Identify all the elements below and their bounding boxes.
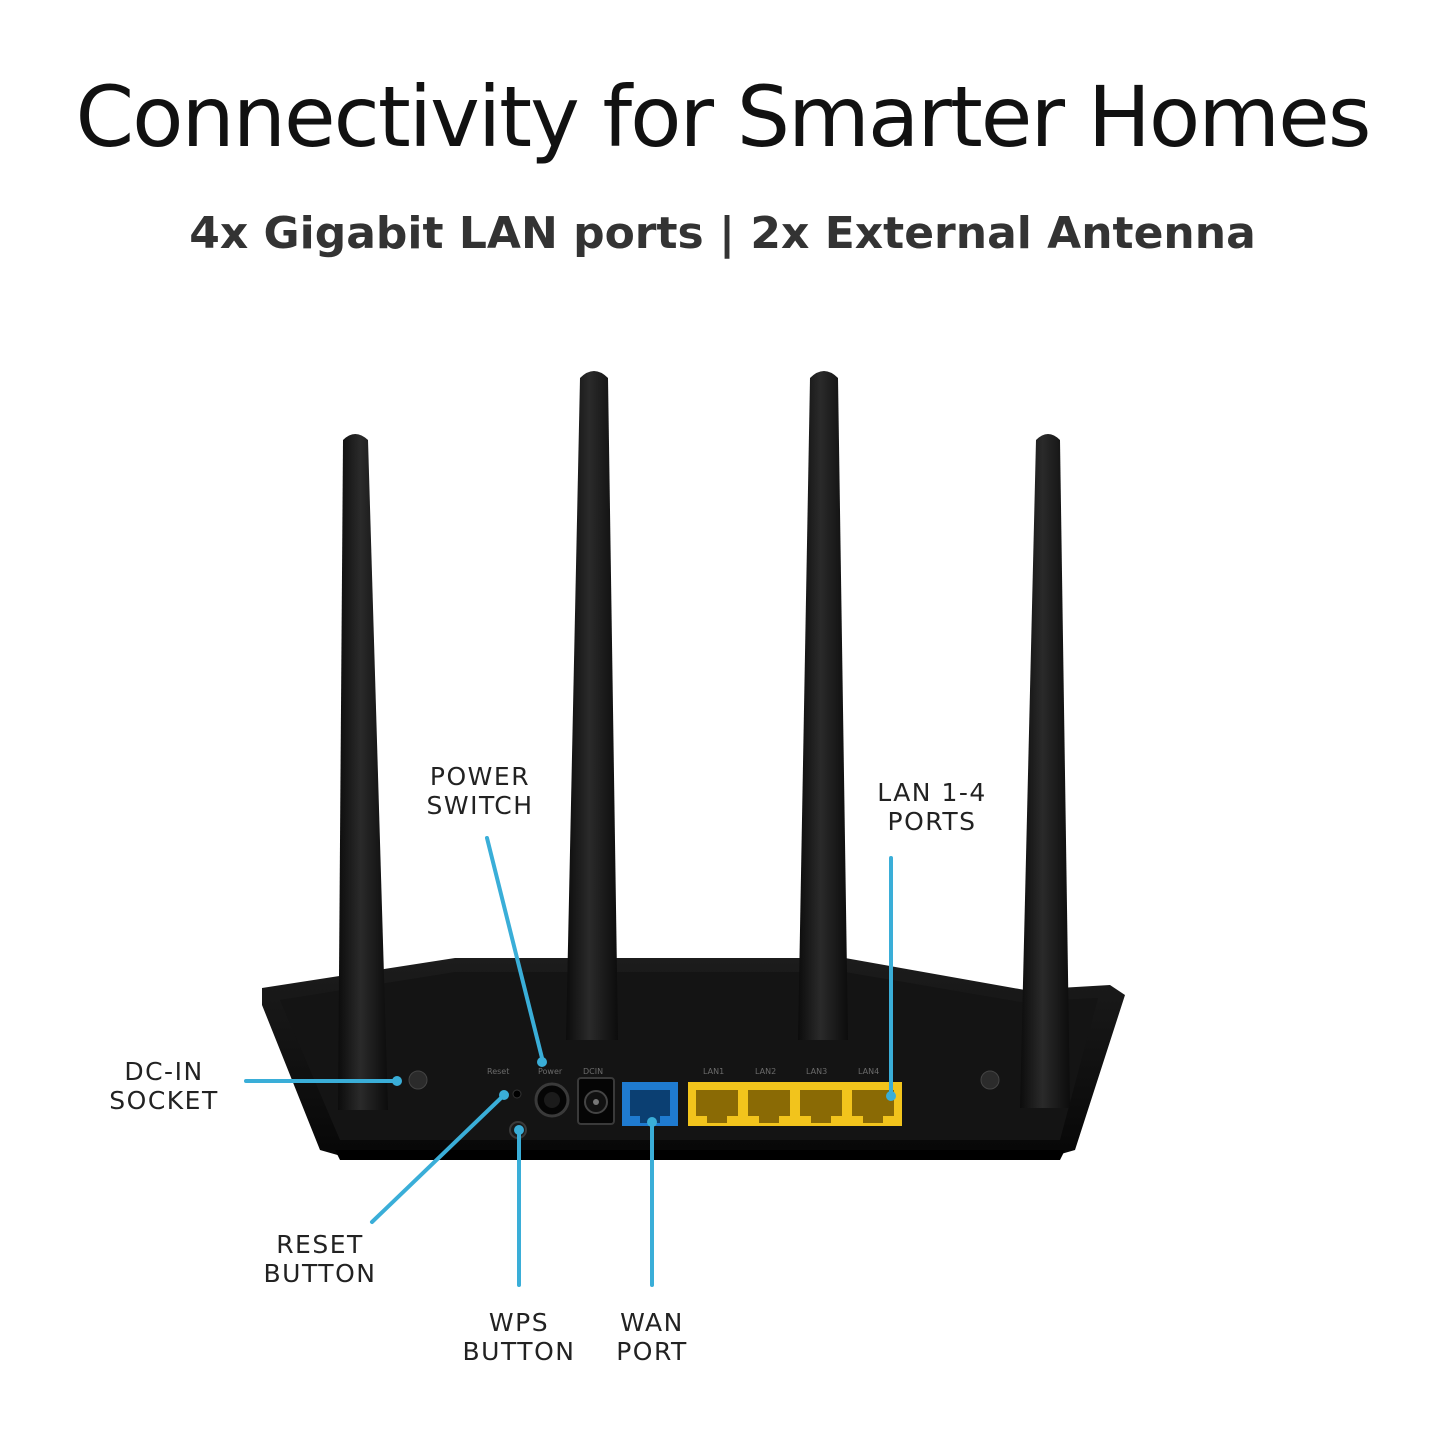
- callout-power-switch-line1: POWER: [429, 762, 531, 791]
- callout-power-switch-line2: SWITCH: [426, 791, 534, 820]
- callout-wps-button-line1: WPS: [488, 1308, 550, 1337]
- callout-dc-in-line1: DC-IN: [124, 1057, 204, 1086]
- callout-wps-button: WPS BUTTON: [452, 1308, 586, 1366]
- callout-reset-button-line1: RESET: [276, 1230, 364, 1259]
- callout-line-reset: [370, 1090, 509, 1224]
- callout-reset-button-line2: BUTTON: [263, 1259, 377, 1288]
- callout-wan-port-line1: WAN: [620, 1308, 684, 1337]
- callout-lan-ports-line2: PORTS: [887, 807, 977, 836]
- antenna-1: [338, 434, 388, 1110]
- callout-lan-ports-line1: LAN 1-4: [877, 778, 987, 807]
- callout-line-wan: [647, 1117, 657, 1287]
- lan-port-2[interactable]: [748, 1090, 790, 1123]
- callout-dc-in-line2: SOCKET: [109, 1086, 219, 1115]
- antenna-4: [1020, 434, 1070, 1108]
- callout-line-wps: [514, 1125, 524, 1287]
- port-label-dcin: DCIN: [583, 1067, 603, 1076]
- screw-right: [980, 1070, 1000, 1090]
- router-body: [262, 958, 1125, 1160]
- callout-line-power-switch: [485, 836, 547, 1067]
- callout-line-lan-ports: [886, 856, 896, 1101]
- antenna-2: [566, 371, 618, 1040]
- callout-wan-port: WAN PORT: [600, 1308, 704, 1366]
- port-label-reset: Reset: [487, 1067, 509, 1076]
- reset-pinhole[interactable]: [512, 1089, 522, 1099]
- subline: 4x Gigabit LAN ports | 2x External Anten…: [189, 208, 1256, 259]
- lan-ports: [688, 1082, 902, 1126]
- callout-reset-button: RESET BUTTON: [252, 1230, 388, 1288]
- port-label-lan1: LAN1: [703, 1067, 724, 1076]
- port-label-lan4: LAN4: [858, 1067, 879, 1076]
- callout-wan-port-line2: PORT: [616, 1337, 688, 1366]
- power-switch[interactable]: [534, 1082, 570, 1118]
- callout-dc-in: DC-IN SOCKET: [98, 1057, 230, 1115]
- port-label-power: Power: [538, 1067, 563, 1076]
- screw-left: [408, 1070, 428, 1090]
- antenna-3: [798, 371, 848, 1040]
- callout-power-switch: POWER SWITCH: [415, 762, 545, 820]
- headline: Connectivity for Smarter Homes: [75, 68, 1371, 166]
- lan-port-1[interactable]: [696, 1090, 738, 1123]
- port-label-lan2: LAN2: [755, 1067, 776, 1076]
- lan-port-3[interactable]: [800, 1090, 842, 1123]
- dc-in-socket: [577, 1077, 615, 1125]
- callout-wps-button-line2: BUTTON: [462, 1337, 576, 1366]
- callout-lan-ports: LAN 1-4 PORTS: [862, 778, 1002, 836]
- port-label-lan3: LAN3: [806, 1067, 827, 1076]
- callout-line-dc-in: [244, 1076, 402, 1086]
